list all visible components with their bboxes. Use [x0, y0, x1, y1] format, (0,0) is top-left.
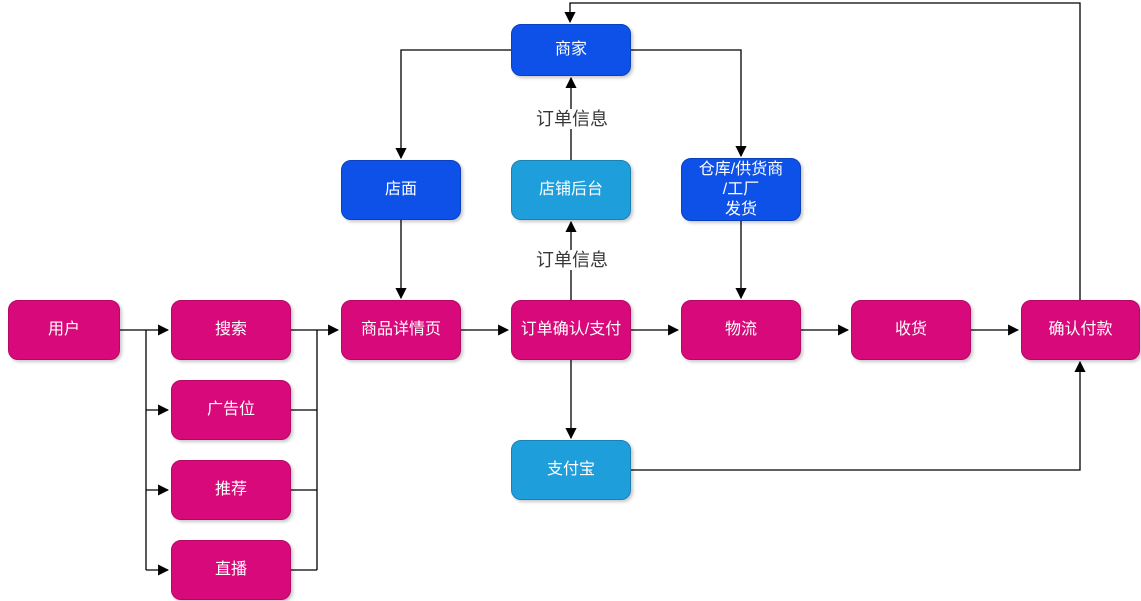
- node-order-confirm-label: 订单确认/支付: [520, 321, 622, 338]
- node-merchant: 商家: [511, 24, 631, 76]
- node-product-detail: 商品详情页: [341, 300, 461, 360]
- node-ad-slot: 广告位: [171, 380, 291, 440]
- node-receive: 收货: [851, 300, 971, 360]
- node-order-confirm: 订单确认/支付: [511, 300, 631, 360]
- edge-confirm-merchant: [564, 2, 1081, 300]
- node-ad-slot-label: 广告位: [206, 401, 255, 418]
- node-shop-backend: 店铺后台: [511, 160, 631, 220]
- node-alipay-label: 支付宝: [546, 461, 595, 478]
- edge-merchant-storefront: [395, 49, 511, 160]
- node-storefront-label: 店面: [384, 181, 417, 198]
- node-recommend: 推荐: [171, 460, 291, 520]
- node-live: 直播: [171, 540, 291, 600]
- edge-label-order-info-bottom: 订单信息: [532, 250, 612, 270]
- node-search: 搜索: [171, 300, 291, 360]
- node-merchant-label: 商家: [554, 41, 587, 58]
- node-user: 用户: [8, 300, 120, 360]
- edge-alipay-confirm: [631, 360, 1086, 471]
- edge-merchant-warehouse: [631, 49, 747, 158]
- node-confirm-payment-label: 确认付款: [1048, 321, 1113, 338]
- node-logistics: 物流: [681, 300, 801, 360]
- edge-label-order-info-top: 订单信息: [532, 109, 612, 129]
- node-logistics-label: 物流: [724, 321, 757, 338]
- node-warehouse-label: 仓库/供货商 /工厂 发货: [698, 160, 784, 218]
- node-storefront: 店面: [341, 160, 461, 220]
- node-shop-backend-label: 店铺后台: [538, 181, 603, 198]
- node-warehouse: 仓库/供货商 /工厂 发货: [681, 158, 801, 221]
- node-live-label: 直播: [214, 561, 247, 578]
- node-recommend-label: 推荐: [214, 481, 247, 498]
- node-user-label: 用户: [47, 321, 80, 338]
- node-search-label: 搜索: [214, 321, 247, 338]
- node-product-detail-label: 商品详情页: [360, 321, 441, 338]
- node-confirm-payment: 确认付款: [1021, 300, 1140, 360]
- node-receive-label: 收货: [894, 321, 927, 338]
- node-alipay: 支付宝: [511, 440, 631, 500]
